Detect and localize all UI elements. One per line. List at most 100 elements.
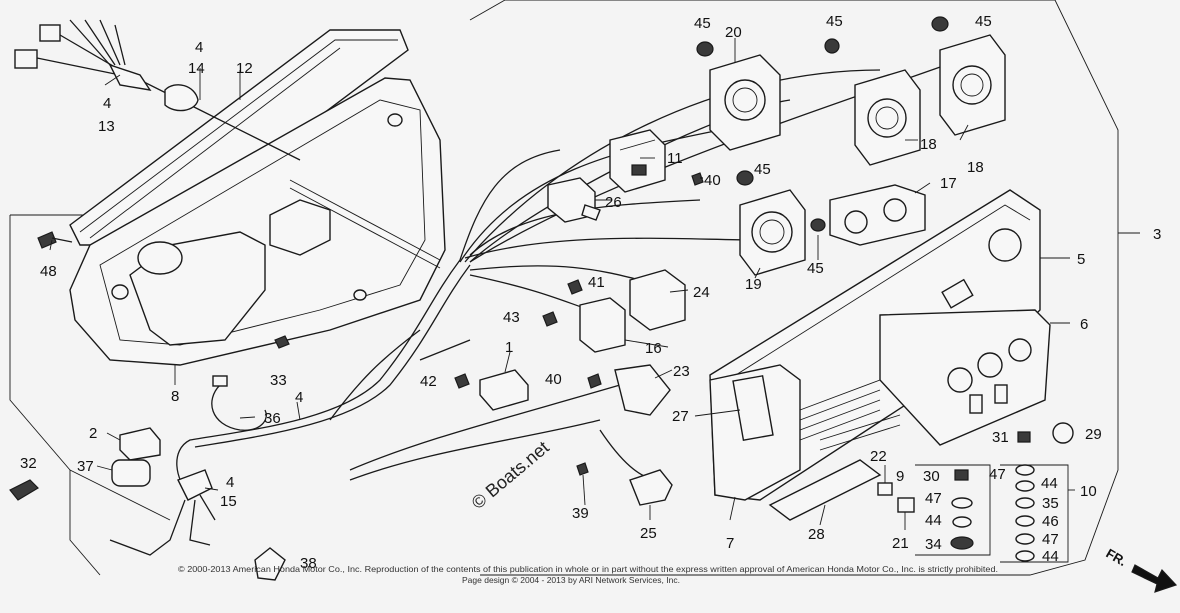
- circuit-breaker-11: [609, 129, 666, 193]
- callout-15: 15: [220, 493, 237, 510]
- toggle-switch-26: [547, 177, 601, 223]
- callout-13: 13: [98, 118, 115, 135]
- callout-45e: 45: [807, 260, 824, 277]
- callout-45c: 45: [975, 13, 992, 30]
- callout-38: 38: [300, 555, 317, 572]
- callout-4a: 4: [195, 39, 203, 56]
- callout-25: 25: [640, 525, 657, 542]
- bolt-33: [274, 335, 290, 349]
- callout-47a: 47: [989, 466, 1006, 483]
- cap-22: [877, 482, 893, 496]
- lower-panel-7: [709, 364, 901, 501]
- receptacle-20: [709, 54, 781, 151]
- label-28: [768, 459, 882, 521]
- callout-26: 26: [605, 194, 622, 211]
- callout-34: 34: [925, 536, 942, 553]
- grommet-37: [111, 459, 151, 487]
- callout-18a: 18: [920, 136, 937, 153]
- rear-case-8: [69, 77, 446, 366]
- callout-46: 46: [1042, 513, 1059, 530]
- callout-7: 7: [726, 535, 734, 552]
- callout-14: 14: [188, 60, 205, 77]
- callout-40b: 40: [545, 371, 562, 388]
- cable-clip-38: [254, 547, 286, 581]
- callout-44a: 44: [1041, 475, 1058, 492]
- front-direction-arrow-icon: FR.: [1104, 546, 1178, 593]
- callout-45d: 45: [754, 161, 771, 178]
- callout-48: 48: [40, 263, 57, 280]
- hardware-stack-9: [915, 464, 991, 556]
- callout-labels: 4 14 12 4 13 48 8 33 4 36 2 32 37 4 15 3…: [20, 13, 1161, 572]
- callout-30: 30: [923, 468, 940, 485]
- small-screws: [454, 172, 1031, 476]
- hardware-stack-10: [1000, 464, 1069, 563]
- harness-connector-13: [14, 19, 301, 161]
- callout-1: 1: [505, 339, 513, 356]
- sub-panel-6: [879, 309, 1051, 446]
- diode-1: [479, 369, 529, 411]
- sensor-25: [629, 469, 673, 506]
- direction-label: FR.: [1104, 546, 1130, 569]
- callout-44c: 44: [1042, 548, 1059, 565]
- callout-4d: 4: [226, 474, 234, 491]
- callout-24: 24: [693, 284, 710, 301]
- callout-29: 29: [1085, 426, 1102, 443]
- copyright-line-1: © 2000-2013 American Honda Motor Co., In…: [178, 564, 998, 574]
- callout-23: 23: [673, 363, 690, 380]
- callout-4b: 4: [103, 95, 111, 112]
- callout-47c: 47: [1042, 531, 1059, 548]
- callout-43: 43: [503, 309, 520, 326]
- callout-47b: 47: [925, 490, 942, 507]
- copyright-line-2: Page design © 2004 - 2013 by ARI Network…: [462, 575, 680, 585]
- gasket-12: [69, 29, 409, 246]
- callout-21: 21: [892, 535, 909, 552]
- clamp-2: [119, 427, 161, 461]
- leader-lines: [49, 38, 1140, 530]
- receptacle-19: [739, 189, 806, 276]
- callout-42: 42: [420, 373, 437, 390]
- callout-40a: 40: [704, 172, 721, 189]
- watermark: © Boats.net: [468, 437, 553, 513]
- switch-16: [579, 297, 626, 353]
- callout-39: 39: [572, 505, 589, 522]
- cap-21: [897, 497, 915, 513]
- callout-44b: 44: [925, 512, 942, 529]
- callout-45a: 45: [694, 15, 711, 32]
- grommet-15: [109, 469, 216, 556]
- callout-17: 17: [940, 175, 957, 192]
- callout-8: 8: [171, 388, 179, 405]
- callout-11: 11: [667, 150, 683, 167]
- callout-31: 31: [992, 429, 1009, 446]
- callout-18b: 18: [967, 159, 984, 176]
- receptacle-18a: [854, 69, 921, 166]
- bolt-48: [37, 231, 73, 249]
- callout-3: 3: [1153, 226, 1161, 243]
- assembly-boundary: [469, 0, 1119, 576]
- callout-19: 19: [745, 276, 762, 293]
- decal-29: [1052, 422, 1074, 444]
- nuts-45: [696, 16, 949, 232]
- callout-22: 22: [870, 448, 887, 465]
- callout-12: 12: [236, 60, 253, 77]
- callout-27: 27: [672, 408, 689, 425]
- callout-45b: 45: [826, 13, 843, 30]
- callout-4c: 4: [295, 389, 303, 406]
- callout-16: 16: [645, 340, 662, 357]
- callout-2: 2: [89, 425, 97, 442]
- callout-6: 6: [1080, 316, 1088, 333]
- callout-5: 5: [1077, 251, 1085, 268]
- callout-9: 9: [896, 468, 904, 485]
- callout-32: 32: [20, 455, 37, 472]
- guide-line: [69, 469, 171, 521]
- bracket-23: [614, 364, 671, 416]
- callout-33: 33: [270, 372, 287, 389]
- receptacle-17: [829, 184, 926, 246]
- callout-41: 41: [588, 274, 605, 291]
- callout-20: 20: [725, 24, 742, 41]
- receptacle-18b: [939, 34, 1006, 136]
- callout-28: 28: [808, 526, 825, 543]
- band-36: [211, 375, 267, 431]
- callout-37: 37: [77, 458, 94, 475]
- callout-10: 10: [1080, 483, 1097, 500]
